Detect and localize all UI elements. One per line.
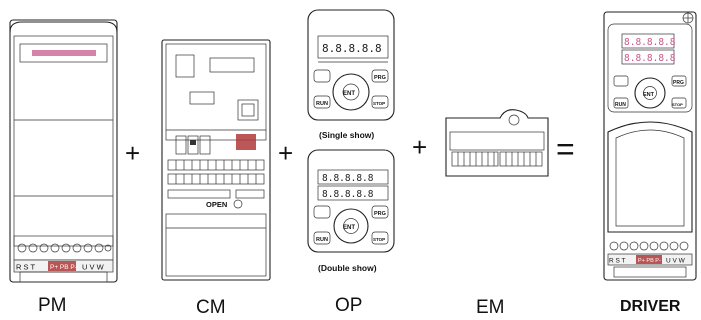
driver-terminal-screws [609, 241, 689, 251]
label-em: EM [476, 297, 505, 318]
caption-double-show: (Double show) [318, 263, 377, 273]
pm-terminal-right: U V W [82, 263, 105, 272]
caption-single-show: (Single show) [319, 130, 374, 140]
op-single-digits: 8.8.8.8.8 [322, 42, 382, 55]
op-double-keypad: 8.8.8.8.8 8.8.8.8.8 ENT PRG RUN STOP [307, 149, 395, 253]
cm-open-label: OPEN [206, 200, 227, 209]
cm-terminal-row-1 [167, 159, 265, 171]
op-double-digits-2: 8.8.8.8.8 [322, 189, 374, 200]
op-double-prg-key: PRG [374, 211, 386, 217]
driver-terminal-mid: P+ PB P- [638, 258, 661, 264]
em-terminal-block [451, 151, 543, 167]
op-double-digits-1: 8.8.8.8.8 [322, 173, 374, 184]
driver-enter-key: ENT [643, 92, 655, 98]
driver-terminal-right: U V W [666, 258, 686, 265]
equals-sign: = [556, 131, 575, 167]
label-pm: PM [38, 295, 67, 316]
driver-stop-key: STOP [672, 102, 683, 107]
op-single-enter-key: ENT [343, 91, 355, 97]
driver-assembly: 8.8.8.8.8 8.8.8.8.8 ENT PRG RUN STOP R S… [603, 11, 697, 281]
pm-connector-pins [32, 50, 96, 56]
plus-sign-2: + [278, 138, 293, 168]
driver-run-key: RUN [615, 102, 626, 108]
pm-terminal-mid: P+ PB P- [50, 264, 77, 271]
driver-digits-2: 8.8.8.8.8 [624, 53, 676, 64]
cm-dip-switches [175, 134, 256, 155]
label-driver: DRIVER [620, 298, 681, 315]
label-op: OP [335, 295, 362, 316]
plus-sign-1: + [125, 138, 140, 168]
op-single-prg-key: PRG [374, 75, 386, 81]
em-module [445, 109, 549, 177]
op-double-stop-key: STOP [373, 237, 385, 242]
driver-terminal-left: R S T [609, 258, 626, 265]
op-single-stop-key: STOP [373, 101, 385, 106]
cm-module: OPEN [161, 39, 271, 281]
cm-terminal-row-2 [167, 173, 265, 185]
op-double-enter-key: ENT [343, 225, 355, 231]
op-single-run-key: RUN [316, 101, 328, 107]
driver-digits-1: 8.8.8.8.8 [624, 37, 676, 48]
pm-terminal-left: R S T [16, 263, 35, 272]
op-single-keypad: 8.8.8.8.8 ENT PRG RUN STOP [307, 9, 395, 121]
label-cm: CM [196, 297, 226, 318]
plus-sign-3: + [412, 132, 427, 162]
driver-prg-key: PRG [673, 80, 684, 86]
pm-terminal-screws [17, 243, 112, 253]
op-double-run-key: RUN [316, 237, 328, 243]
pm-module: R S T P+ PB P- U V W [9, 19, 118, 283]
